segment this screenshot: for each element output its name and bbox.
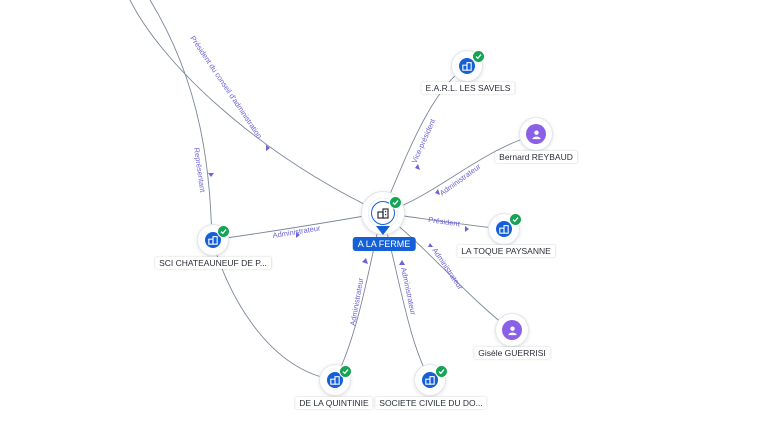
- check-icon: [438, 369, 445, 375]
- arrowhead: [399, 260, 405, 265]
- check-icon: [342, 369, 349, 375]
- person-icon: [531, 129, 541, 139]
- person-icon: [507, 325, 517, 335]
- arrowhead: [296, 232, 300, 238]
- edge-president-conseil: [129, 0, 383, 214]
- edge-representant: [149, 0, 213, 241]
- edge-label-administrateur-societe: Administrateur: [399, 267, 418, 317]
- node-label: SOCIETE CIVILE DU DO...: [375, 397, 487, 409]
- verified-badge: [509, 213, 522, 226]
- verified-badge: [389, 196, 402, 209]
- arrowhead: [465, 226, 469, 232]
- building-icon: [425, 376, 435, 385]
- arrowhead: [435, 189, 440, 195]
- verified-badge: [339, 365, 352, 378]
- verified-badge: [435, 365, 448, 378]
- edge-label-administrateur-reybaud: Administrateur: [438, 162, 483, 198]
- building-icon: [499, 225, 509, 234]
- check-icon: [512, 217, 519, 223]
- check-icon: [475, 54, 482, 60]
- node-label: Gisèle GUERRISI: [474, 347, 550, 359]
- node-label: SCI CHATEAUNEUF DE P...: [155, 257, 271, 269]
- pin-tail: [376, 226, 390, 235]
- arrowhead: [208, 173, 214, 177]
- center-node-label: A LA FERME: [352, 237, 416, 251]
- arrowhead: [362, 258, 368, 264]
- edge-label-administrateur-chateauneuf: Administrateur: [272, 223, 322, 240]
- verified-badge: [217, 225, 230, 238]
- building-icon: [208, 236, 218, 245]
- arrowhead: [428, 243, 433, 247]
- node-label: DE LA QUINTINIE: [295, 397, 373, 409]
- arrowhead: [415, 164, 420, 170]
- edge-label-president-toque: Président: [428, 215, 462, 228]
- edge-label-administrateur-quintinie: Administrateur: [348, 277, 365, 327]
- arrowhead: [266, 145, 270, 151]
- verified-badge: [472, 50, 485, 63]
- edge-administrateur-reybaud: [381, 134, 536, 214]
- check-icon: [220, 229, 227, 235]
- building-icon: [330, 376, 340, 385]
- node-label: Bernard REYBAUD: [495, 151, 577, 163]
- building-icon: [462, 62, 472, 71]
- building-icon: [377, 208, 389, 219]
- edge-administrateur-societe: [381, 212, 431, 381]
- node-label: E.A.R.L. LES SAVELS: [421, 82, 515, 94]
- node-label: LA TOQUE PAYSANNE: [457, 245, 555, 257]
- check-icon: [392, 200, 399, 206]
